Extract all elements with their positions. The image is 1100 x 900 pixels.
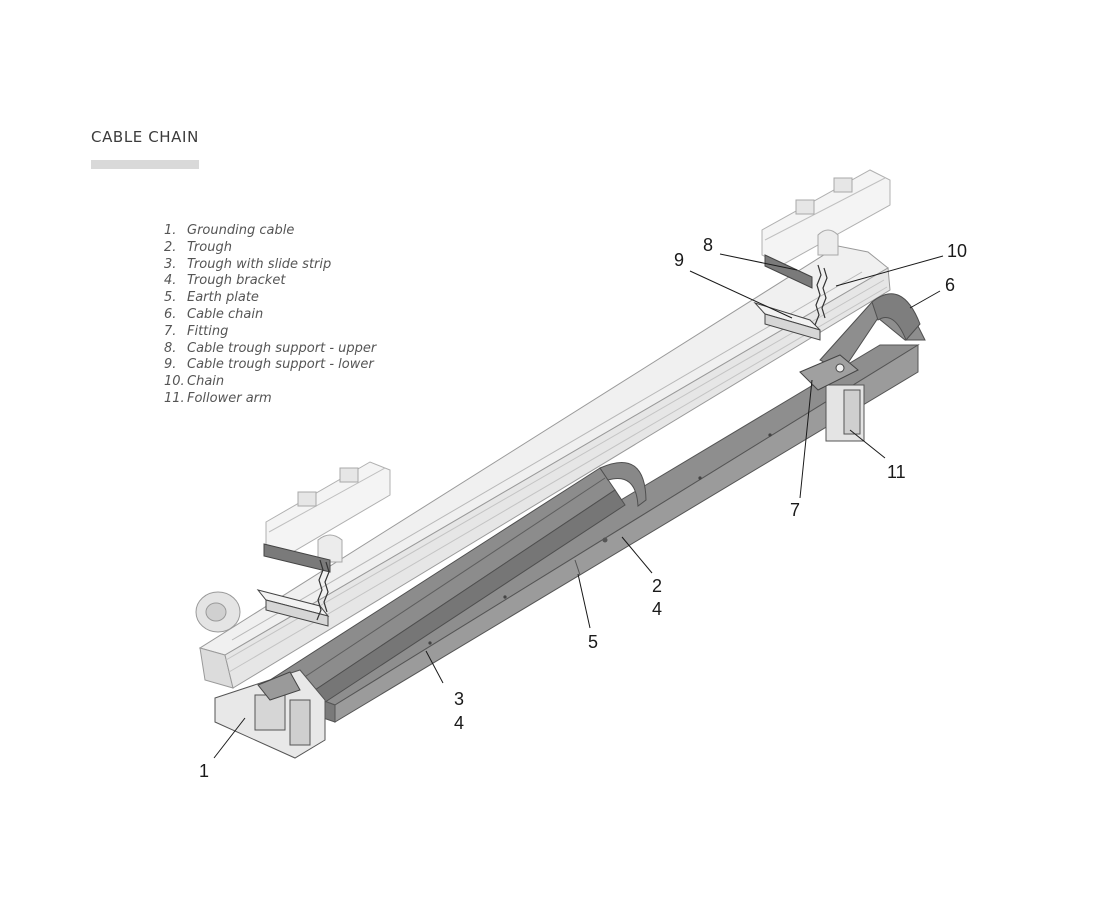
callout-2: 2: [652, 576, 662, 596]
legend-item-label: Follower arm: [187, 390, 272, 406]
left-end-bracket: [214, 669, 326, 759]
legend-item: 10.Chain: [164, 374, 376, 391]
legend-item-number: 5.: [164, 290, 177, 306]
trough-supports: [256, 254, 821, 627]
legend-item: 7. Fitting: [164, 324, 376, 341]
legend-item-number: 7.: [164, 323, 177, 339]
callout-3: 3: [454, 689, 464, 709]
legend-item-label: Earth plate: [187, 290, 259, 306]
callout-11: 11: [887, 462, 906, 482]
legend-item-label: Cable chain: [187, 306, 264, 322]
legend-item-label: Trough bracket: [187, 273, 286, 289]
callout-7: 7: [790, 500, 800, 520]
callout-9: 9: [674, 250, 684, 270]
legend-item-label: Chain: [187, 374, 225, 390]
parts-legend: 1. Grounding cable 2. Trough 3. Trough with…: [164, 223, 376, 408]
section-title: CABLE CHAIN: [91, 128, 199, 146]
legend-item: 11.Follower arm: [164, 391, 376, 408]
title-underline: [91, 160, 199, 169]
legend-item-label: Trough with slide strip: [187, 256, 332, 272]
legend-item-number: 11.: [164, 390, 185, 406]
legend-item-number: 1.: [164, 223, 177, 238]
support-beam: [195, 245, 891, 689]
callout-4-upper: 4: [652, 599, 662, 619]
legend-item-number: 6.: [164, 306, 177, 322]
legend-item-label: Grounding cable: [187, 223, 295, 238]
legend-item: 6. Cable chain: [164, 307, 376, 324]
cable-chain: [269, 293, 926, 713]
legend-item: 4. Trough bracket: [164, 273, 376, 290]
callout-10: 10: [947, 241, 967, 261]
legend-item-number: 2.: [164, 239, 177, 255]
callout-8: 8: [703, 235, 713, 255]
callout-5: 5: [588, 632, 598, 652]
legend-item: 1. Grounding cable: [164, 223, 376, 240]
legend-item-label: Fitting: [187, 323, 229, 339]
chains: [316, 264, 828, 621]
follower-arm: [799, 354, 865, 442]
legend-item: 3. Trough with slide strip: [164, 257, 376, 274]
leader-lines: [213, 253, 944, 759]
legend-item: 5. Earth plate: [164, 290, 376, 307]
callout-6: 6: [945, 275, 955, 295]
legend-item-number: 9.: [164, 357, 177, 373]
callout-4-lower: 4: [454, 713, 464, 733]
legend-item-number: 8.: [164, 340, 177, 356]
legend-item-label: Cable trough support - upper: [187, 340, 377, 356]
hanger-left: [265, 461, 391, 563]
legend-item-number: 10.: [164, 374, 185, 390]
legend-item-number: 3.: [164, 256, 177, 272]
callout-labels: 1 2 4 3 4 5 6 7 8 9 10 11: [199, 235, 967, 781]
legend-item-label: Trough: [187, 239, 232, 255]
hanger-right: [761, 169, 891, 266]
legend-item: 2. Trough: [164, 240, 376, 257]
legend-item: 9. Cable trough support - lower: [164, 357, 376, 374]
legend-item: 8. Cable trough support - upper: [164, 341, 376, 358]
legend-item-number: 4.: [164, 273, 177, 289]
callout-1: 1: [199, 761, 209, 781]
legend-item-label: Cable trough support - lower: [187, 357, 374, 373]
